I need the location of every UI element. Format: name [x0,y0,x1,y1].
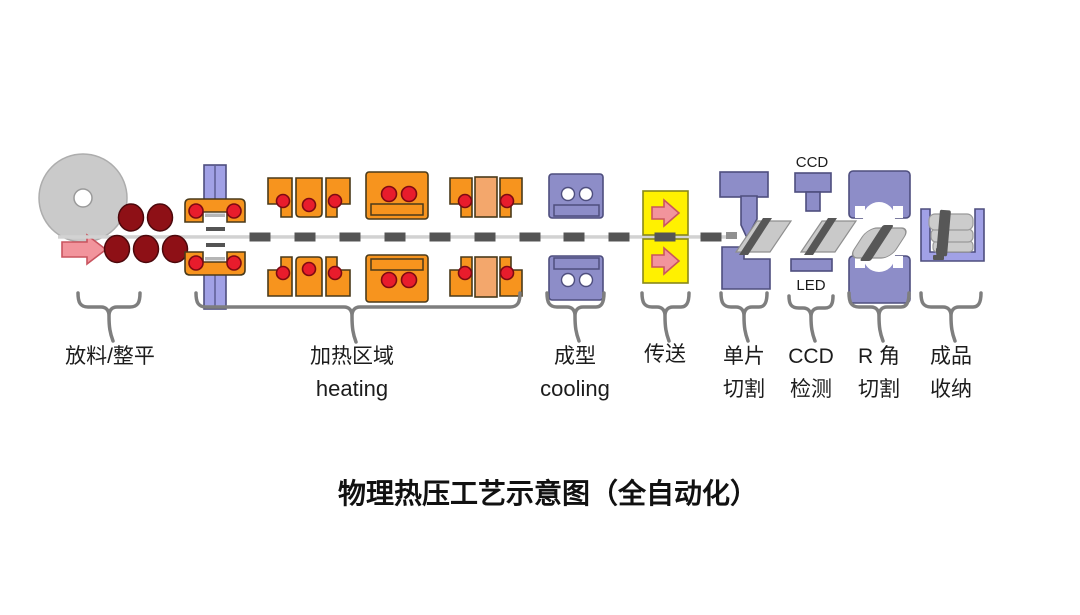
led-label: LED [796,277,825,294]
station-ccd: CCD LED [790,154,857,294]
label-ccd-2: 检测 [790,378,832,401]
ccd-camera [794,172,832,193]
label-r-cut-2: 切割 [858,378,900,401]
label-cutting-2: 切割 [723,378,765,401]
sheet-at-ccd [800,217,857,256]
material-segments [249,232,722,242]
label-feed: 放料/整平 [65,345,155,368]
station-storage [920,208,985,262]
transfer-box-top [642,190,689,236]
label-heating: 加热区域 [310,345,394,368]
station-cutting [719,171,792,290]
brace-storage [919,291,983,343]
diagram-title: 物理热压工艺示意图（全自动化） [338,477,758,509]
brace-heating [194,291,522,344]
led-bar [790,258,833,272]
brace-transfer [640,291,691,343]
material-segment [563,232,585,242]
material-segment [700,232,722,242]
heater-press-b-bottom [449,256,523,298]
line-end-stub [726,232,737,239]
material-segment [474,232,496,242]
braces [76,291,983,344]
press-clamp-bottom [184,242,246,310]
label-cutting-1: 单片 [723,345,765,368]
label-r-cut-1: R 角 [858,345,900,368]
material-segment [249,232,271,242]
roller [132,234,160,264]
cooling-mold-top [548,173,604,219]
ccd-camera-lens [805,191,821,212]
label-forming-en: cooling [540,376,610,401]
roller [103,234,131,264]
cutter-head [719,171,769,198]
transfer-box-bottom [642,238,689,284]
ccd-camera-label: CCD [796,154,829,171]
roller [117,203,145,232]
heater-press-a-bottom [267,256,351,297]
labels: 放料/整平 加热区域 heating 成型 cooling 传送 单片 切割 C… [65,343,972,401]
station-r-cut [848,170,911,304]
label-heating-en: heating [316,376,388,401]
material-segment [654,232,676,242]
material-segment [339,232,361,242]
press-clamp-top [184,164,246,232]
material-segment [519,232,541,242]
heater-block-top [365,171,429,220]
material-segment [608,232,630,242]
station-feed [38,153,128,266]
feed-arrow-icon [61,233,108,266]
brace-forming [545,291,606,343]
material-segment [429,232,451,242]
roller [161,234,189,264]
brace-cutting [719,291,769,343]
coil-hole [73,188,93,208]
label-ccd-1: CCD [788,345,834,368]
brace-ccd [787,294,835,343]
material-segment [294,232,316,242]
brace-feed [76,291,142,343]
material-segment [384,232,406,242]
roller [146,203,174,232]
leveling-rollers [103,203,189,264]
label-transfer: 传送 [644,343,686,366]
label-forming: 成型 [554,345,596,368]
heater-block-bottom [365,254,429,303]
label-storage-2: 收纳 [930,378,972,401]
heater-press-a-top [267,177,351,218]
cooling-mold-bottom [548,255,604,301]
label-storage-1: 成品 [930,345,972,368]
product-stack [928,209,974,260]
sheet-rounded [851,225,907,261]
heater-press-b-top [449,176,523,218]
brace-r-cut [847,291,911,343]
r-cut-die-top [848,170,911,235]
